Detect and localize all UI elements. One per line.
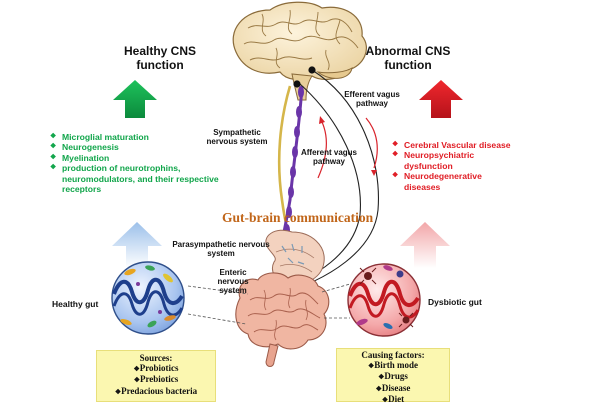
dysbiotic-gut-arrow bbox=[400, 222, 450, 268]
connector-healthy-gut bbox=[187, 285, 249, 295]
efferent-direction-arrow bbox=[365, 117, 378, 176]
sources-title: Sources: bbox=[139, 353, 173, 363]
healthy-effect-item: production of neurotrophins, neuromodula… bbox=[50, 163, 238, 194]
afferent-direction-arrow bbox=[317, 116, 327, 179]
healthy-gut-circle bbox=[111, 261, 185, 335]
healthy-cns-title: Healthy CNS function bbox=[123, 44, 197, 72]
dysbiotic-gut-circle bbox=[347, 263, 421, 337]
healthy-effect-item: Microglial maturation bbox=[50, 132, 238, 143]
causing-factors-box: Causing factors: Birth mode Drugs Diseas… bbox=[336, 348, 450, 405]
abnormal-up-arrow bbox=[419, 80, 463, 118]
healthy-gut-label: Healthy gut bbox=[52, 299, 99, 309]
causing-factor-item: Disease bbox=[337, 383, 449, 394]
source-item: Probiotics bbox=[97, 363, 215, 374]
parasympathetic-label: Parasympathetic nervous system bbox=[172, 240, 270, 258]
afferent-vagus-label: Afferent vagus pathway bbox=[300, 148, 357, 166]
abnormal-effect-item: Neurodegenerative diseases bbox=[392, 171, 514, 192]
efferent-vagus-label: Efferent vagus pathway bbox=[344, 90, 400, 108]
source-item: Prebiotics bbox=[97, 374, 215, 385]
sources-box: Sources: Probiotics Prebiotics Predaciou… bbox=[96, 350, 216, 402]
abnormal-effect-item: Neuropsychiatric dysfunction bbox=[392, 150, 514, 171]
causing-factor-item: Drugs bbox=[337, 371, 449, 382]
stomach-illustration bbox=[265, 229, 325, 285]
abnormal-effect-item: Cerebral Vascular disease bbox=[392, 140, 514, 151]
causing-factors-list: Birth mode Drugs Disease Diet bbox=[337, 360, 449, 405]
enteric-label: Enteric nervous system bbox=[217, 268, 249, 295]
causing-factors-title: Causing factors: bbox=[361, 350, 425, 360]
causing-factor-item: Diet bbox=[337, 394, 449, 405]
healthy-effects-list: Microglial maturation Neurogenesis Myeli… bbox=[50, 132, 238, 194]
healthy-effect-item: Neurogenesis bbox=[50, 142, 238, 153]
abnormal-cns-title: Abnormal CNS function bbox=[365, 44, 451, 72]
connector-dysbiotic-gut bbox=[321, 283, 351, 293]
healthy-up-arrow bbox=[113, 80, 157, 118]
abnormal-effects-list: Cerebral Vascular disease Neuropsychiatr… bbox=[392, 140, 514, 192]
gut-brain-label: Gut-brain communication bbox=[222, 209, 374, 225]
intestine-illustration bbox=[235, 272, 330, 367]
healthy-gut-arrow bbox=[112, 222, 162, 268]
dysbiotic-gut-label: Dysbiotic gut bbox=[428, 297, 482, 307]
sympathetic-chain bbox=[282, 85, 304, 236]
sympathetic-label: Sympathetic nervous system bbox=[206, 128, 268, 146]
sources-list: Probiotics Prebiotics Predacious bacteri… bbox=[97, 363, 215, 397]
causing-factor-item: Birth mode bbox=[337, 360, 449, 371]
source-item: Predacious bacteria bbox=[97, 386, 215, 397]
healthy-effect-item: Myelination bbox=[50, 153, 238, 164]
